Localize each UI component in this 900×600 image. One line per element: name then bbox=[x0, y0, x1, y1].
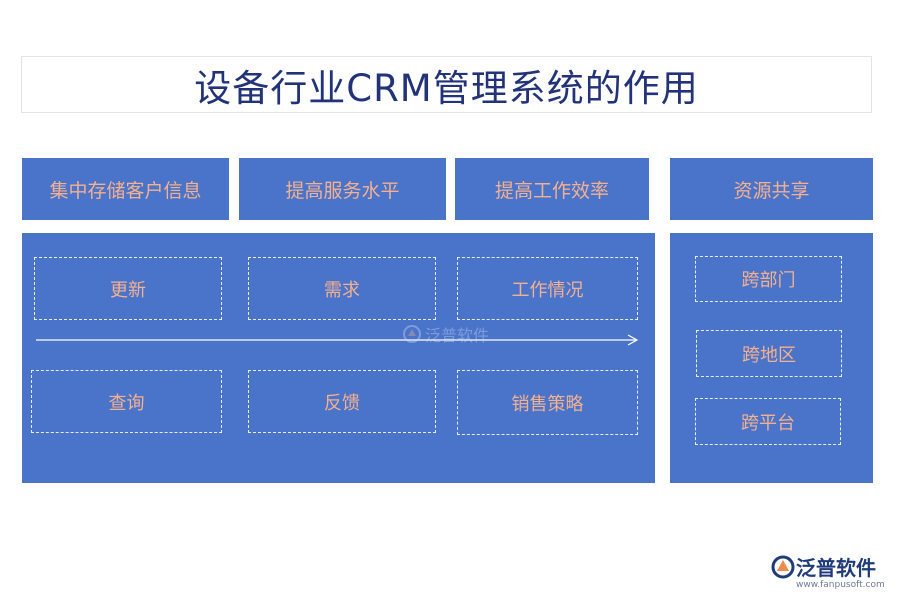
box-sales-strategy: 销售策略 bbox=[457, 370, 638, 435]
header-service-level: 提高服务水平 bbox=[239, 158, 446, 220]
brand-logo-icon bbox=[771, 555, 795, 579]
box-cross-department: 跨部门 bbox=[695, 256, 842, 302]
box-query: 查询 bbox=[31, 370, 222, 433]
header-label: 提高服务水平 bbox=[285, 179, 400, 202]
brand-url: www.fanpusoft.com bbox=[796, 580, 885, 590]
box-demand: 需求 bbox=[248, 257, 436, 320]
box-label: 工作情况 bbox=[511, 279, 584, 301]
header-label: 提高工作效率 bbox=[494, 179, 609, 202]
box-label: 跨部门 bbox=[741, 270, 796, 291]
box-label: 反馈 bbox=[324, 392, 360, 414]
brand-name: 泛普软件 bbox=[796, 556, 876, 580]
box-label: 销售策略 bbox=[511, 393, 584, 415]
watermark-text: 泛普软件 bbox=[425, 326, 490, 345]
watermark-logo-icon bbox=[403, 325, 421, 343]
brand-logo: 泛普软件 www.fanpusoft.com bbox=[768, 552, 894, 596]
header-label: 集中存储客户信息 bbox=[49, 179, 202, 202]
box-label: 需求 bbox=[324, 279, 360, 301]
header-work-efficiency: 提高工作效率 bbox=[455, 158, 649, 220]
box-label: 查询 bbox=[108, 392, 145, 414]
right-panel bbox=[670, 233, 873, 483]
box-update: 更新 bbox=[34, 257, 222, 320]
box-label: 更新 bbox=[110, 279, 146, 301]
header-resource-sharing: 资源共享 bbox=[670, 158, 873, 220]
box-work-status: 工作情况 bbox=[457, 257, 638, 320]
page-title: 设备行业CRM管理系统的作用 bbox=[21, 56, 872, 113]
box-feedback: 反馈 bbox=[248, 370, 436, 433]
watermark: 泛普软件 bbox=[402, 322, 489, 346]
flow-arrow bbox=[36, 334, 639, 346]
header-label: 资源共享 bbox=[733, 179, 810, 202]
page-title-text: 设备行业CRM管理系统的作用 bbox=[194, 66, 699, 110]
header-centralized-storage: 集中存储客户信息 bbox=[22, 158, 229, 220]
box-cross-platform: 跨平台 bbox=[695, 398, 841, 445]
box-label: 跨平台 bbox=[741, 412, 795, 434]
left-panel bbox=[22, 233, 655, 483]
box-cross-region: 跨地区 bbox=[696, 330, 842, 377]
box-label: 跨地区 bbox=[742, 344, 796, 366]
